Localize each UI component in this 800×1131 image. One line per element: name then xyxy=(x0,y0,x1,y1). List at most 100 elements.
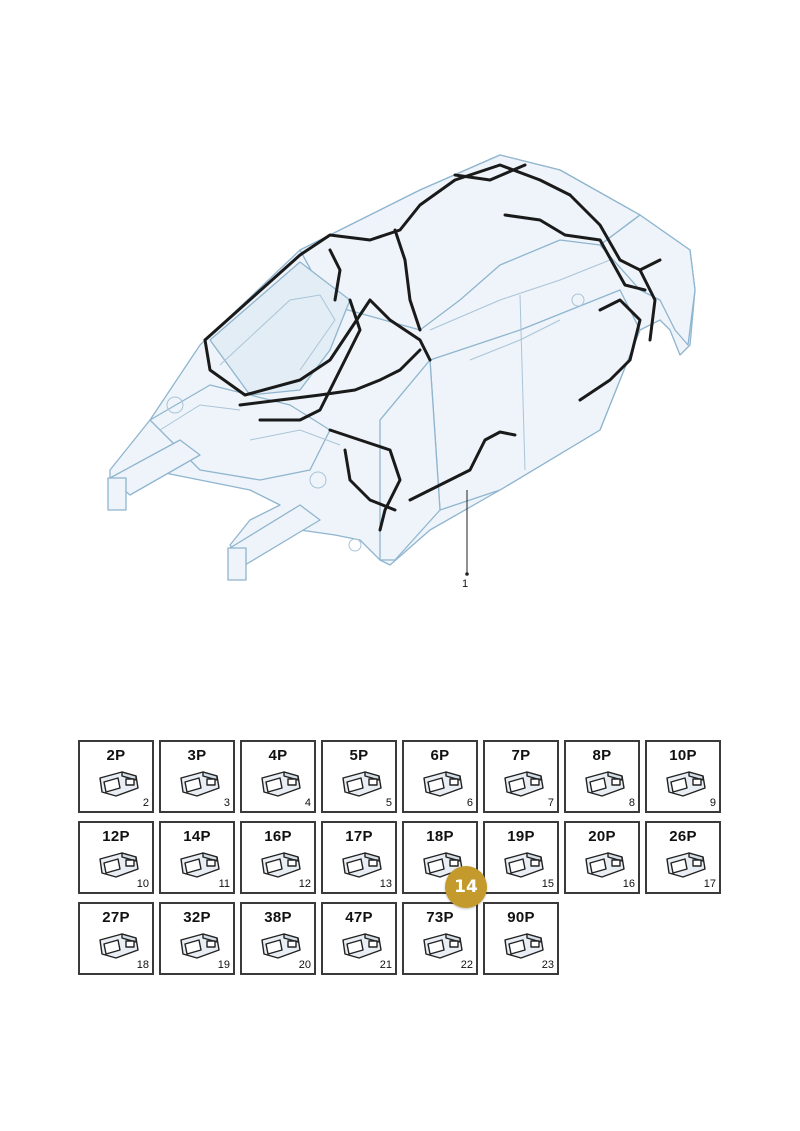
connector-number: 19 xyxy=(217,959,230,971)
connector-cell[interactable]: 4P 4 xyxy=(240,740,316,813)
harness-dash xyxy=(238,348,422,407)
harness-roof-loop xyxy=(203,163,572,342)
connector-label: 18P xyxy=(426,828,454,845)
connector-number: 6 xyxy=(466,797,473,809)
connector-label: 6P xyxy=(430,747,450,764)
connector-plug-icon xyxy=(497,847,549,883)
harness-center xyxy=(258,298,362,422)
connector-plug-icon xyxy=(254,928,306,964)
connector-plug-icon xyxy=(335,766,387,802)
connector-plug-icon xyxy=(578,766,630,802)
rear-quarter xyxy=(599,214,696,346)
connector-number: 21 xyxy=(379,959,392,971)
connector-number: 10 xyxy=(136,878,149,890)
connector-cell[interactable]: 27P 18 xyxy=(78,902,154,975)
harness-rear-roof xyxy=(568,193,662,272)
connector-cell[interactable]: 3P 3 xyxy=(159,740,235,813)
rail-plate-lower xyxy=(227,547,247,581)
connector-plug-icon xyxy=(173,766,225,802)
connector-plug-icon xyxy=(335,928,387,964)
connector-number: 8 xyxy=(628,797,635,809)
connector-cell[interactable]: 18P14 xyxy=(402,821,478,894)
connector-number: 13 xyxy=(379,878,392,890)
highlight-badge[interactable]: 14 xyxy=(445,866,487,908)
connector-cell[interactable]: 17P 13 xyxy=(321,821,397,894)
connector-label: 12P xyxy=(102,828,130,845)
connector-number: 23 xyxy=(541,959,554,971)
connector-cell[interactable]: 19P 15 xyxy=(483,821,559,894)
connector-cell[interactable]: 90P 23 xyxy=(483,902,559,975)
callout-number: 1 xyxy=(462,578,469,590)
connector-cell[interactable]: 12P 10 xyxy=(78,821,154,894)
connector-cell[interactable]: 73P 22 xyxy=(402,902,478,975)
connector-label: 14P xyxy=(183,828,211,845)
connector-number: 12 xyxy=(298,878,311,890)
connector-label: 32P xyxy=(183,909,211,926)
connector-label: 3P xyxy=(187,747,207,764)
connector-label: 7P xyxy=(511,747,531,764)
connector-label: 2P xyxy=(106,747,126,764)
connector-plug-icon xyxy=(92,928,144,964)
connector-label: 10P xyxy=(669,747,697,764)
rear-door xyxy=(429,289,641,511)
connector-number: 15 xyxy=(541,878,554,890)
connector-plug-icon xyxy=(173,928,225,964)
connector-label: 38P xyxy=(264,909,292,926)
harness-rear-door xyxy=(578,298,642,402)
rail-plate-upper xyxy=(107,477,127,511)
windshield-opening xyxy=(209,261,351,396)
connector-plug-icon xyxy=(416,766,468,802)
connector-label: 73P xyxy=(426,909,454,926)
connector-number: 3 xyxy=(223,797,230,809)
connector-label: 90P xyxy=(507,909,535,926)
harness-rear-roof-2 xyxy=(503,213,647,292)
connector-cell[interactable]: 14P 11 xyxy=(159,821,235,894)
harness-c-pillar xyxy=(638,268,657,342)
connector-number: 17 xyxy=(703,878,716,890)
connector-plug-icon xyxy=(416,928,468,964)
connector-plug-icon xyxy=(173,847,225,883)
harness-a-pillar xyxy=(328,248,342,302)
connector-cell[interactable]: 32P 19 xyxy=(159,902,235,975)
connector-cell[interactable]: 8P 8 xyxy=(564,740,640,813)
harness-windshield xyxy=(203,298,432,397)
connector-label: 16P xyxy=(264,828,292,845)
connector-cell[interactable]: 47P 21 xyxy=(321,902,397,975)
connector-label: 47P xyxy=(345,909,373,926)
car-body-harness-illustration xyxy=(107,154,696,581)
connector-label: 20P xyxy=(588,828,616,845)
harness-floor xyxy=(328,428,402,532)
connector-label: 5P xyxy=(349,747,369,764)
connector-plug-icon xyxy=(578,847,630,883)
connector-cell[interactable]: 7P 7 xyxy=(483,740,559,813)
connector-number: 18 xyxy=(136,959,149,971)
connector-label: 19P xyxy=(507,828,535,845)
connector-label: 4P xyxy=(268,747,288,764)
connector-label: 26P xyxy=(669,828,697,845)
connector-plug-icon xyxy=(92,766,144,802)
connector-number: 22 xyxy=(460,959,473,971)
connector-cell[interactable]: 26P 17 xyxy=(645,821,721,894)
harness-roof-branch xyxy=(453,163,527,182)
connector-label: 17P xyxy=(345,828,373,845)
connector-cell[interactable]: 6P 6 xyxy=(402,740,478,813)
harness-b-pillar xyxy=(393,228,422,332)
connector-number: 11 xyxy=(218,878,230,890)
harness-floor-2 xyxy=(343,448,397,512)
connector-label: 8P xyxy=(592,747,612,764)
connector-number: 7 xyxy=(547,797,554,809)
connector-number: 4 xyxy=(304,797,311,809)
connector-plug-icon xyxy=(659,847,711,883)
connector-cell[interactable]: 16P 12 xyxy=(240,821,316,894)
harness-sill xyxy=(408,430,517,502)
connector-plug-icon xyxy=(659,766,711,802)
connector-label: 27P xyxy=(102,909,130,926)
connector-plug-icon xyxy=(497,928,549,964)
roof-panel xyxy=(299,154,641,331)
connector-plug-icon xyxy=(254,847,306,883)
